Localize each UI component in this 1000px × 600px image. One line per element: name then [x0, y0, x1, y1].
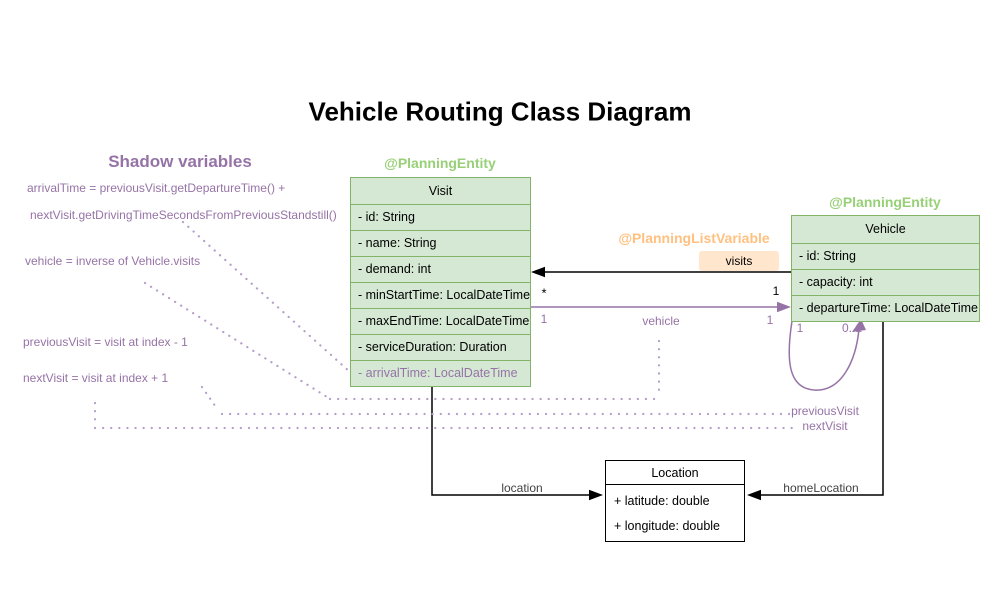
- visits-multiplicity-one: 1: [772, 284, 780, 298]
- vehicle-class-box: Vehicle - id: String - capacity: int - d…: [791, 215, 980, 322]
- next-visit-label: nextVisit: [802, 419, 848, 433]
- planning-list-variable-annotation: @PlanningListVariable: [618, 230, 770, 246]
- vehicle-planning-entity-annotation: @PlanningEntity: [829, 194, 941, 210]
- shadow-var-nextvisit: nextVisit = visit at index + 1: [23, 371, 169, 385]
- vehicle-class-name: Vehicle: [865, 222, 906, 236]
- visit-attribute-row: - minStartTime: LocalDateTime: [351, 282, 530, 308]
- previous-visit-label: previousVisit: [791, 404, 859, 418]
- vehicle-attribute-row: - capacity: int: [792, 269, 979, 295]
- visit-attribute-row: - maxEndTime: LocalDateTime: [351, 308, 530, 334]
- vehicle-attribute-row: - id: String: [792, 243, 979, 269]
- loop-multiplicity-zero-one: 0..1: [841, 321, 863, 335]
- location-association-label: location: [501, 481, 543, 495]
- location-class-name: Location: [606, 461, 744, 485]
- visit-class-box: Visit - id: String - name: String - dema…: [350, 177, 531, 387]
- vehicle-multiplicity-right: 1: [766, 313, 774, 327]
- shadow-var-arrivaltime-line1: arrivalTime = previousVisit.getDeparture…: [27, 181, 286, 195]
- vehicle-attribute-row: - departureTime: LocalDateTime: [792, 295, 979, 321]
- visit-attribute-row: - id: String: [351, 204, 530, 230]
- shadow-var-vehicle: vehicle = inverse of Vehicle.visits: [25, 254, 201, 268]
- visit-attribute-row: - serviceDuration: Duration: [351, 334, 530, 360]
- shadow-dotted-connectors: [93, 220, 799, 430]
- shadow-variables-heading: Shadow variables: [108, 152, 252, 171]
- self-loop-arrow: [788, 319, 866, 391]
- home-location-association-arrow: [747, 320, 884, 501]
- visits-association-arrow: [531, 266, 791, 278]
- vehicle-association-arrow: [531, 301, 791, 313]
- location-attribute-row: + latitude: double: [614, 494, 710, 508]
- vehicle-association-label: vehicle: [642, 314, 680, 328]
- shadow-var-previousvisit: previousVisit = visit at index - 1: [23, 335, 188, 349]
- visit-planning-entity-annotation: @PlanningEntity: [384, 155, 496, 171]
- location-association-arrow: [431, 385, 603, 501]
- visits-association-label: visits: [699, 251, 779, 271]
- shadow-var-arrivaltime-line2: nextVisit.getDrivingTimeSecondsFromPrevi…: [30, 208, 337, 222]
- visit-attribute-row: - demand: int: [351, 256, 530, 282]
- visit-class-name: Visit: [428, 184, 453, 198]
- vehicle-multiplicity-left: 1: [540, 312, 548, 326]
- home-location-association-label: homeLocation: [783, 481, 859, 495]
- visits-multiplicity-many: *: [541, 285, 547, 301]
- visit-attribute-row: - name: String: [351, 230, 530, 256]
- loop-multiplicity-one: 1: [796, 321, 804, 335]
- diagram-title: Vehicle Routing Class Diagram: [308, 96, 692, 127]
- visit-shadow-attribute-row: - arrivalTime: LocalDateTime: [351, 360, 530, 386]
- location-class-box: Location + latitude: double + longitude:…: [605, 460, 745, 542]
- location-attribute-row: + longitude: double: [614, 519, 720, 533]
